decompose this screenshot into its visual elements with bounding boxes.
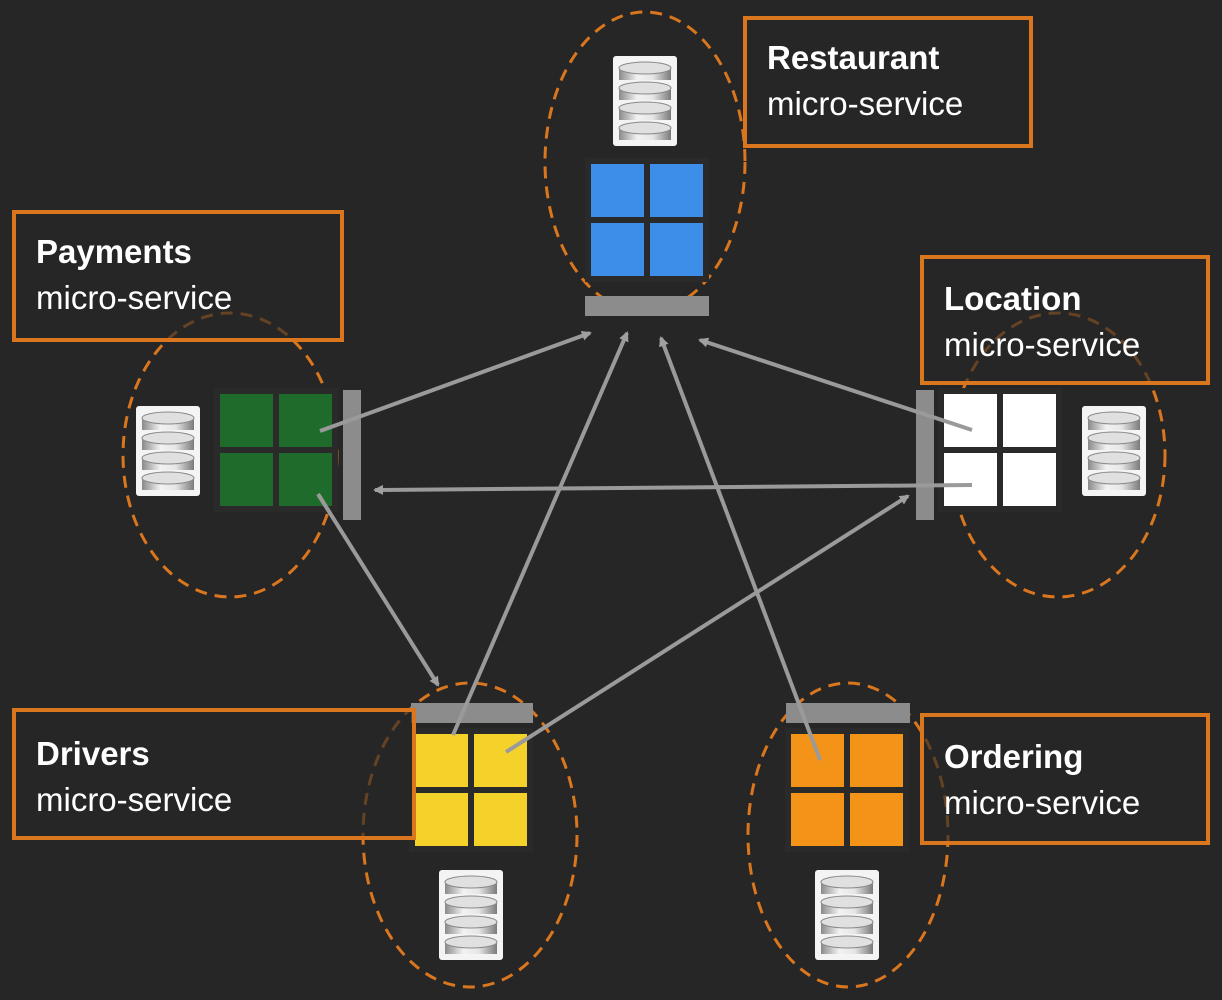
ordering-database-disk-top xyxy=(820,895,874,909)
connection-arrows xyxy=(316,331,973,761)
location-service xyxy=(916,311,1167,599)
ordering-grid-tile xyxy=(850,793,903,846)
drivers-database-disk-top xyxy=(444,875,498,889)
restaurant-label-subtitle: micro-service xyxy=(767,85,964,122)
location-label-subtitle: micro-service xyxy=(944,326,1141,363)
ordering-database-disk-top xyxy=(820,875,874,889)
drivers-database-disk-top xyxy=(444,935,498,949)
location-label: Location micro-service xyxy=(920,255,1210,385)
drivers-grid-tile xyxy=(415,793,468,846)
payments-database-icon xyxy=(136,406,200,496)
location-grid-tile xyxy=(1003,453,1056,506)
location-label-title: Location xyxy=(944,280,1082,317)
location-grid-tile xyxy=(1003,394,1056,447)
restaurant-grid-tile xyxy=(591,164,644,217)
location-database-disk-top xyxy=(1087,431,1141,445)
drivers-database-disk-top xyxy=(444,895,498,909)
payments-interface-bar xyxy=(343,390,361,520)
location-database-disk-top xyxy=(1087,451,1141,465)
restaurant-grid-tile xyxy=(650,164,703,217)
ordering-interface-bar xyxy=(786,703,910,723)
ordering-module-grid xyxy=(785,728,909,852)
payments-database-disk-top xyxy=(141,431,195,445)
ordering-label: Ordering micro-service xyxy=(920,713,1210,845)
payments-module-grid xyxy=(214,388,338,512)
arrow-ordering-to-restaurant xyxy=(659,336,822,761)
restaurant-database-icon xyxy=(613,56,677,146)
payments-service xyxy=(121,311,361,599)
ordering-database-disk-top xyxy=(820,915,874,929)
payments-grid-tile xyxy=(220,394,273,447)
restaurant-grid-tile xyxy=(650,223,703,276)
drivers-database-disk-top xyxy=(444,915,498,929)
arrow-payments-to-restaurant xyxy=(319,331,592,433)
restaurant-database-disk-top xyxy=(618,101,672,115)
restaurant-label-title: Restaurant xyxy=(767,39,940,76)
payments-label-title: Payments xyxy=(36,233,192,270)
drivers-label-subtitle: micro-service xyxy=(36,781,233,818)
location-module-grid xyxy=(938,388,1062,512)
payments-grid-tile xyxy=(279,453,332,506)
drivers-label: Drivers micro-service xyxy=(12,708,416,840)
payments-grid-tile xyxy=(279,394,332,447)
payments-label-subtitle: micro-service xyxy=(36,279,233,316)
ordering-label-subtitle: micro-service xyxy=(944,784,1141,821)
ordering-grid-tile xyxy=(850,734,903,787)
restaurant-module-grid xyxy=(585,158,709,282)
ordering-grid-tile xyxy=(791,793,844,846)
payments-database-disk-top xyxy=(141,471,195,485)
drivers-grid-tile xyxy=(474,793,527,846)
location-grid-tile xyxy=(944,453,997,506)
arrow-drivers-to-location xyxy=(504,494,910,754)
drivers-label-title: Drivers xyxy=(36,735,150,772)
ordering-database-disk-top xyxy=(820,935,874,949)
arrow-payments-to-drivers xyxy=(316,492,440,687)
drivers-grid-tile xyxy=(415,734,468,787)
location-interface-bar xyxy=(916,390,934,520)
drivers-database-icon xyxy=(439,870,503,960)
location-database-disk-top xyxy=(1087,411,1141,425)
arrow-location-to-restaurant xyxy=(698,337,973,432)
restaurant-database-disk-top xyxy=(618,81,672,95)
restaurant-service xyxy=(543,10,747,316)
restaurant-database-disk-top xyxy=(618,61,672,75)
arrow-drivers-to-restaurant xyxy=(451,331,629,736)
drivers-interface-bar xyxy=(411,703,533,723)
ordering-label-title: Ordering xyxy=(944,738,1084,775)
restaurant-interface-bar xyxy=(585,296,709,316)
location-grid-tile xyxy=(944,394,997,447)
ordering-service xyxy=(746,681,950,989)
restaurant-grid-tile xyxy=(591,223,644,276)
location-database-icon xyxy=(1082,406,1146,496)
location-database-disk-top xyxy=(1087,471,1141,485)
arrow-location-to-payments xyxy=(373,483,973,495)
payments-grid-tile xyxy=(220,453,273,506)
restaurant-database-disk-top xyxy=(618,121,672,135)
restaurant-boundary xyxy=(543,10,747,314)
ordering-grid-tile xyxy=(791,734,844,787)
restaurant-label: Restaurant micro-service xyxy=(743,16,1033,148)
payments-label: Payments micro-service xyxy=(12,210,344,342)
ordering-database-icon xyxy=(815,870,879,960)
payments-database-disk-top xyxy=(141,451,195,465)
payments-database-disk-top xyxy=(141,411,195,425)
